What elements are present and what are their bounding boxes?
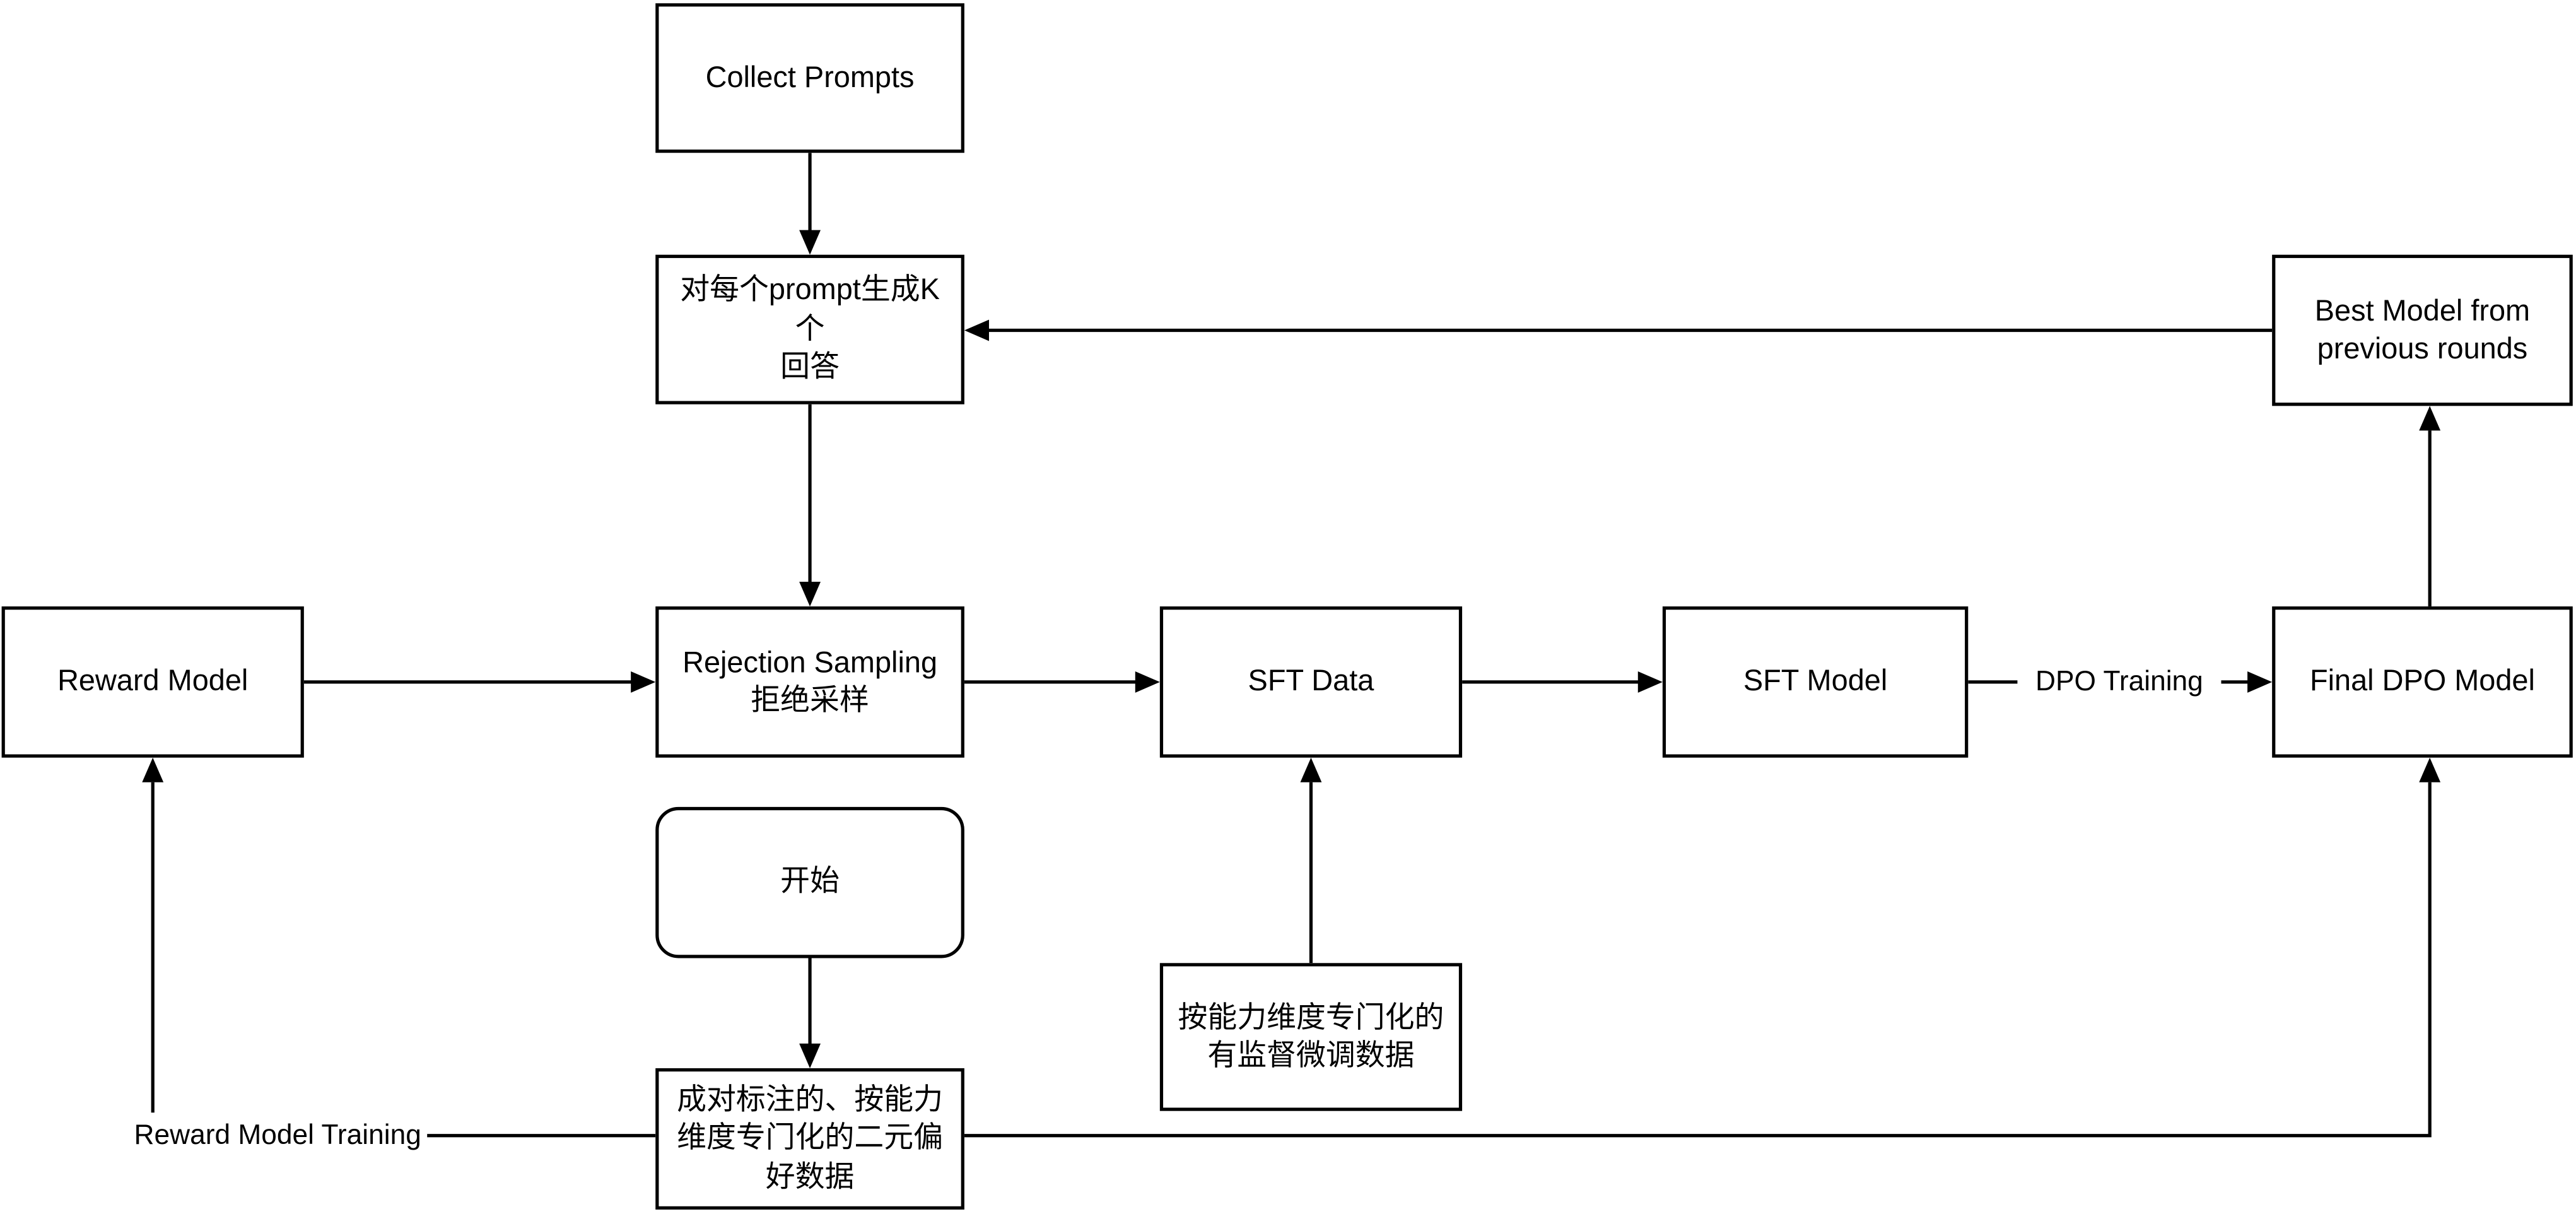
edge-start-to-preference (799, 958, 821, 1068)
edge-collect-to-generate (799, 153, 821, 255)
edge-label-dpo-training: DPO Training (2017, 659, 2222, 705)
node-sft-model-label: SFT Model (1743, 664, 1888, 698)
edge-label-reward-model-training: Reward Model Training (128, 1112, 428, 1159)
edge-generate-to-rejection (799, 404, 821, 607)
node-collect-prompts: Collect Prompts (655, 3, 964, 153)
node-rejection-sampling-label: Rejection Sampling 拒绝采样 (682, 645, 938, 717)
node-collect-prompts-label: Collect Prompts (705, 60, 915, 93)
edge-rejection-to-sftdata (964, 671, 1160, 693)
edge-sftdata-to-sftmodel (1462, 671, 1663, 693)
node-final-dpo-model: Final DPO Model (2272, 606, 2573, 758)
node-pairwise-preference-data: 成对标注的、按能力 维度专门化的二元偏 好数据 (655, 1068, 964, 1210)
node-final-dpo-model-label: Final DPO Model (2309, 664, 2535, 698)
edge-rmtlabel-to-rewardmodel (142, 757, 164, 1116)
node-reward-model: Reward Model (1, 606, 304, 758)
node-sft-model: SFT Model (1662, 606, 1969, 758)
node-generate-k-answers-label: 对每个prompt生成K个 回答 (680, 273, 940, 384)
node-pairwise-preference-data-label: 成对标注的、按能力 维度专门化的二元偏 好数据 (677, 1083, 944, 1193)
node-supervised-finetune-data: 按能力维度专门化的 有监督微调数据 (1159, 963, 1463, 1111)
node-reward-model-label: Reward Model (57, 664, 249, 698)
node-sft-data: SFT Data (1159, 606, 1463, 758)
node-sft-data-label: SFT Data (1248, 664, 1374, 698)
edge-dpolabel-to-finaldpo (2221, 671, 2273, 693)
edge-bestmodel-to-generate (964, 319, 2273, 341)
node-start: 开始 (655, 806, 964, 958)
node-rejection-sampling: Rejection Sampling 拒绝采样 (655, 606, 964, 758)
edge-supervised-to-sftdata (1300, 757, 1322, 964)
node-start-label: 开始 (780, 864, 840, 898)
node-best-model-previous-rounds: Best Model from previous rounds (2272, 254, 2573, 406)
node-best-model-previous-rounds-label: Best Model from previous rounds (2314, 293, 2531, 365)
edge-finaldpo-to-bestmodel (2419, 406, 2441, 607)
node-generate-k-answers: 对每个prompt生成K个 回答 (655, 254, 964, 404)
node-supervised-finetune-data-label: 按能力维度专门化的 有监督微调数据 (1178, 1000, 1444, 1072)
edge-reward-to-rejection (303, 671, 656, 693)
